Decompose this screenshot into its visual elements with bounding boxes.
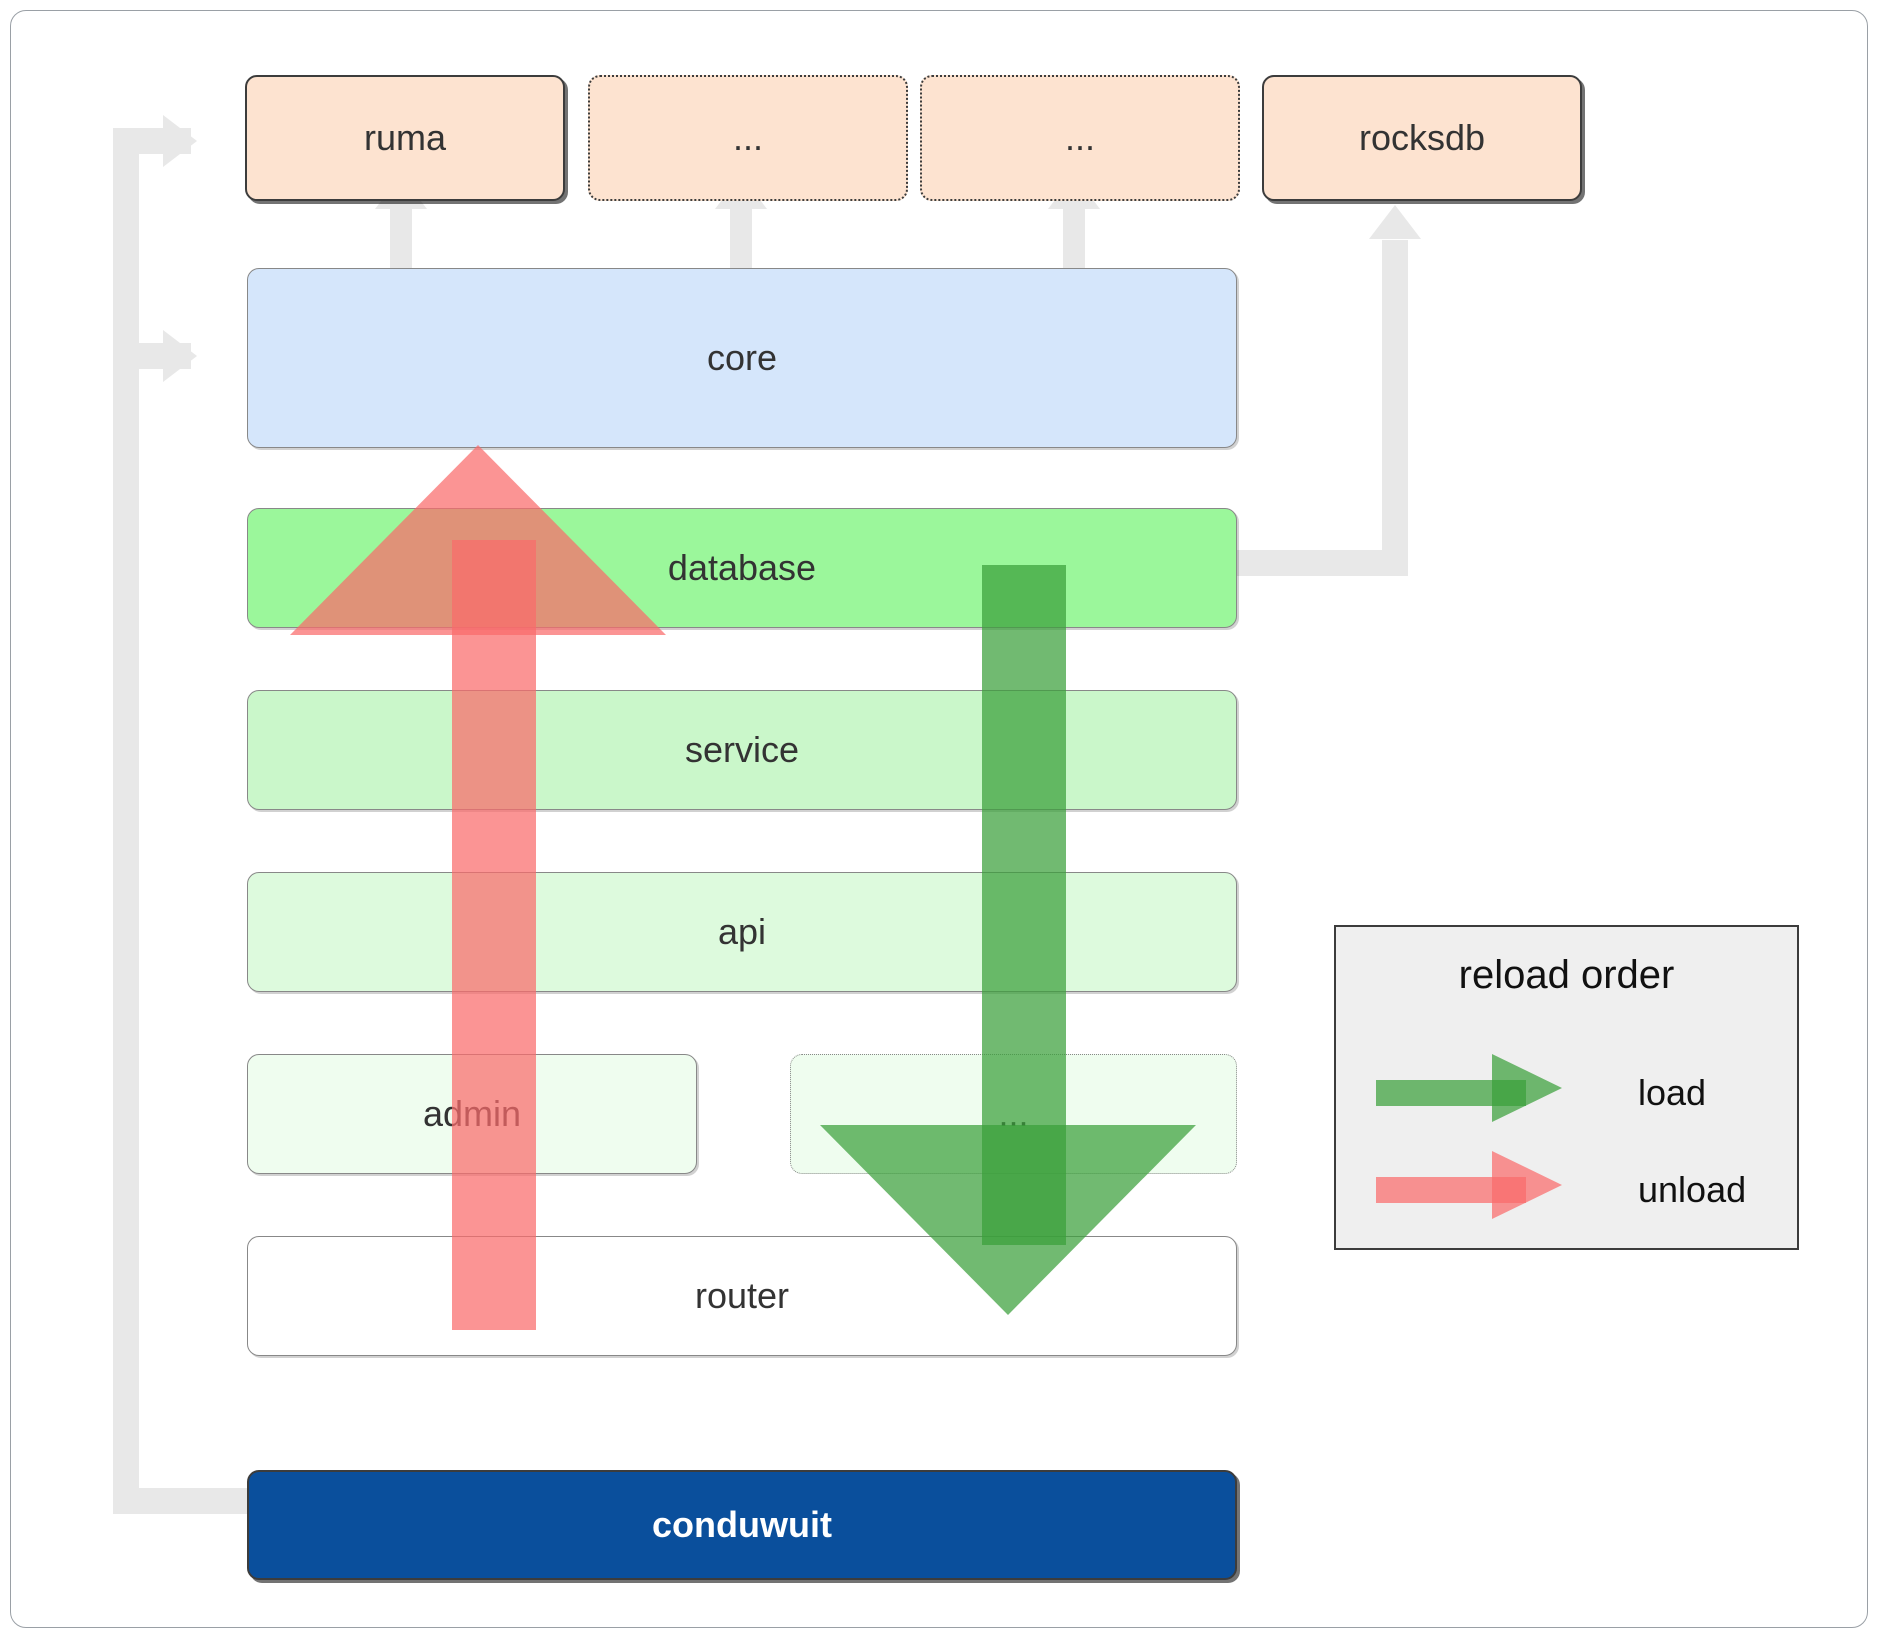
- node-service[interactable]: service: [247, 690, 1237, 810]
- connector-db-to-rocksdb-horizontal: [1230, 550, 1408, 576]
- legend-panel: reload order load unload: [1334, 925, 1799, 1250]
- node-core[interactable]: core: [247, 268, 1237, 448]
- legend-unload-label: unload: [1638, 1169, 1747, 1210]
- connector-conduwuit-stub: [113, 1488, 248, 1514]
- node-ext-dots-2[interactable]: ...: [920, 75, 1240, 201]
- legend-load-label: load: [1638, 1072, 1707, 1113]
- node-service-label: service: [684, 729, 800, 770]
- node-conduwuit[interactable]: conduwuit: [247, 1470, 1237, 1580]
- connector-core-to-ruma-shaft: [390, 205, 412, 275]
- legend-load-arrow-head: [1492, 1054, 1562, 1122]
- arrow-load-head: [820, 1125, 1196, 1315]
- arrow-unload: [290, 445, 666, 1330]
- connector-left-trunk: [113, 128, 139, 1514]
- connector-core-to-dots1-shaft: [730, 205, 752, 275]
- node-rocksdb[interactable]: rocksdb: [1262, 75, 1582, 201]
- node-core-label: core: [706, 337, 778, 378]
- node-ruma[interactable]: ruma: [245, 75, 565, 201]
- node-router-label: router: [694, 1275, 790, 1316]
- node-rocksdb-label: rocksdb: [1358, 117, 1486, 158]
- node-api-label: api: [717, 911, 767, 952]
- legend-unload-arrow-head: [1492, 1151, 1562, 1219]
- legend-row-unload: unload: [1376, 1151, 1776, 1219]
- arrow-load: [820, 565, 1196, 1355]
- connector-core-to-dots2-shaft: [1063, 205, 1085, 275]
- legend-title: reload order: [1458, 953, 1675, 997]
- node-ext-dots-2-label: ...: [1064, 117, 1095, 158]
- node-api[interactable]: api: [247, 872, 1237, 992]
- connector-arrowhead-core: [163, 330, 197, 382]
- connector-db-to-rocksdb-head: [1369, 205, 1421, 239]
- legend-row-load: load: [1376, 1054, 1776, 1122]
- connector-arrowhead-ruma: [163, 115, 197, 167]
- arrow-unload-shaft: [452, 540, 536, 1330]
- node-ext-dots-1-label: ...: [732, 117, 763, 158]
- arrow-unload-head: [290, 445, 666, 635]
- node-conduwuit-label: conduwuit: [652, 1504, 832, 1545]
- connector-db-to-rocksdb-vertical: [1382, 240, 1408, 576]
- node-database-label: database: [667, 547, 817, 588]
- node-ruma-label: ruma: [363, 117, 447, 158]
- node-ext-dots-1[interactable]: ...: [588, 75, 908, 201]
